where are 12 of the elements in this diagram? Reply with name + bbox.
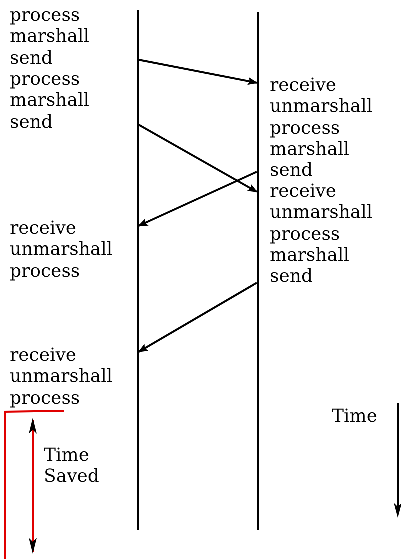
- lifeline: [257, 12, 259, 530]
- step-label: Time: [332, 406, 378, 428]
- lifeline: [137, 10, 139, 530]
- step-label: Time Saved: [44, 445, 100, 488]
- arrow: [138, 124, 258, 193]
- arrow: [138, 171, 258, 227]
- step-label: receive unmarshall process: [10, 345, 114, 409]
- step-label: process marshall send: [10, 69, 90, 133]
- arrow: [138, 59, 258, 86]
- step-label: receive unmarshall process marshall send: [270, 181, 374, 288]
- arrow: [138, 282, 258, 353]
- step-label: receive unmarshall process: [10, 218, 114, 282]
